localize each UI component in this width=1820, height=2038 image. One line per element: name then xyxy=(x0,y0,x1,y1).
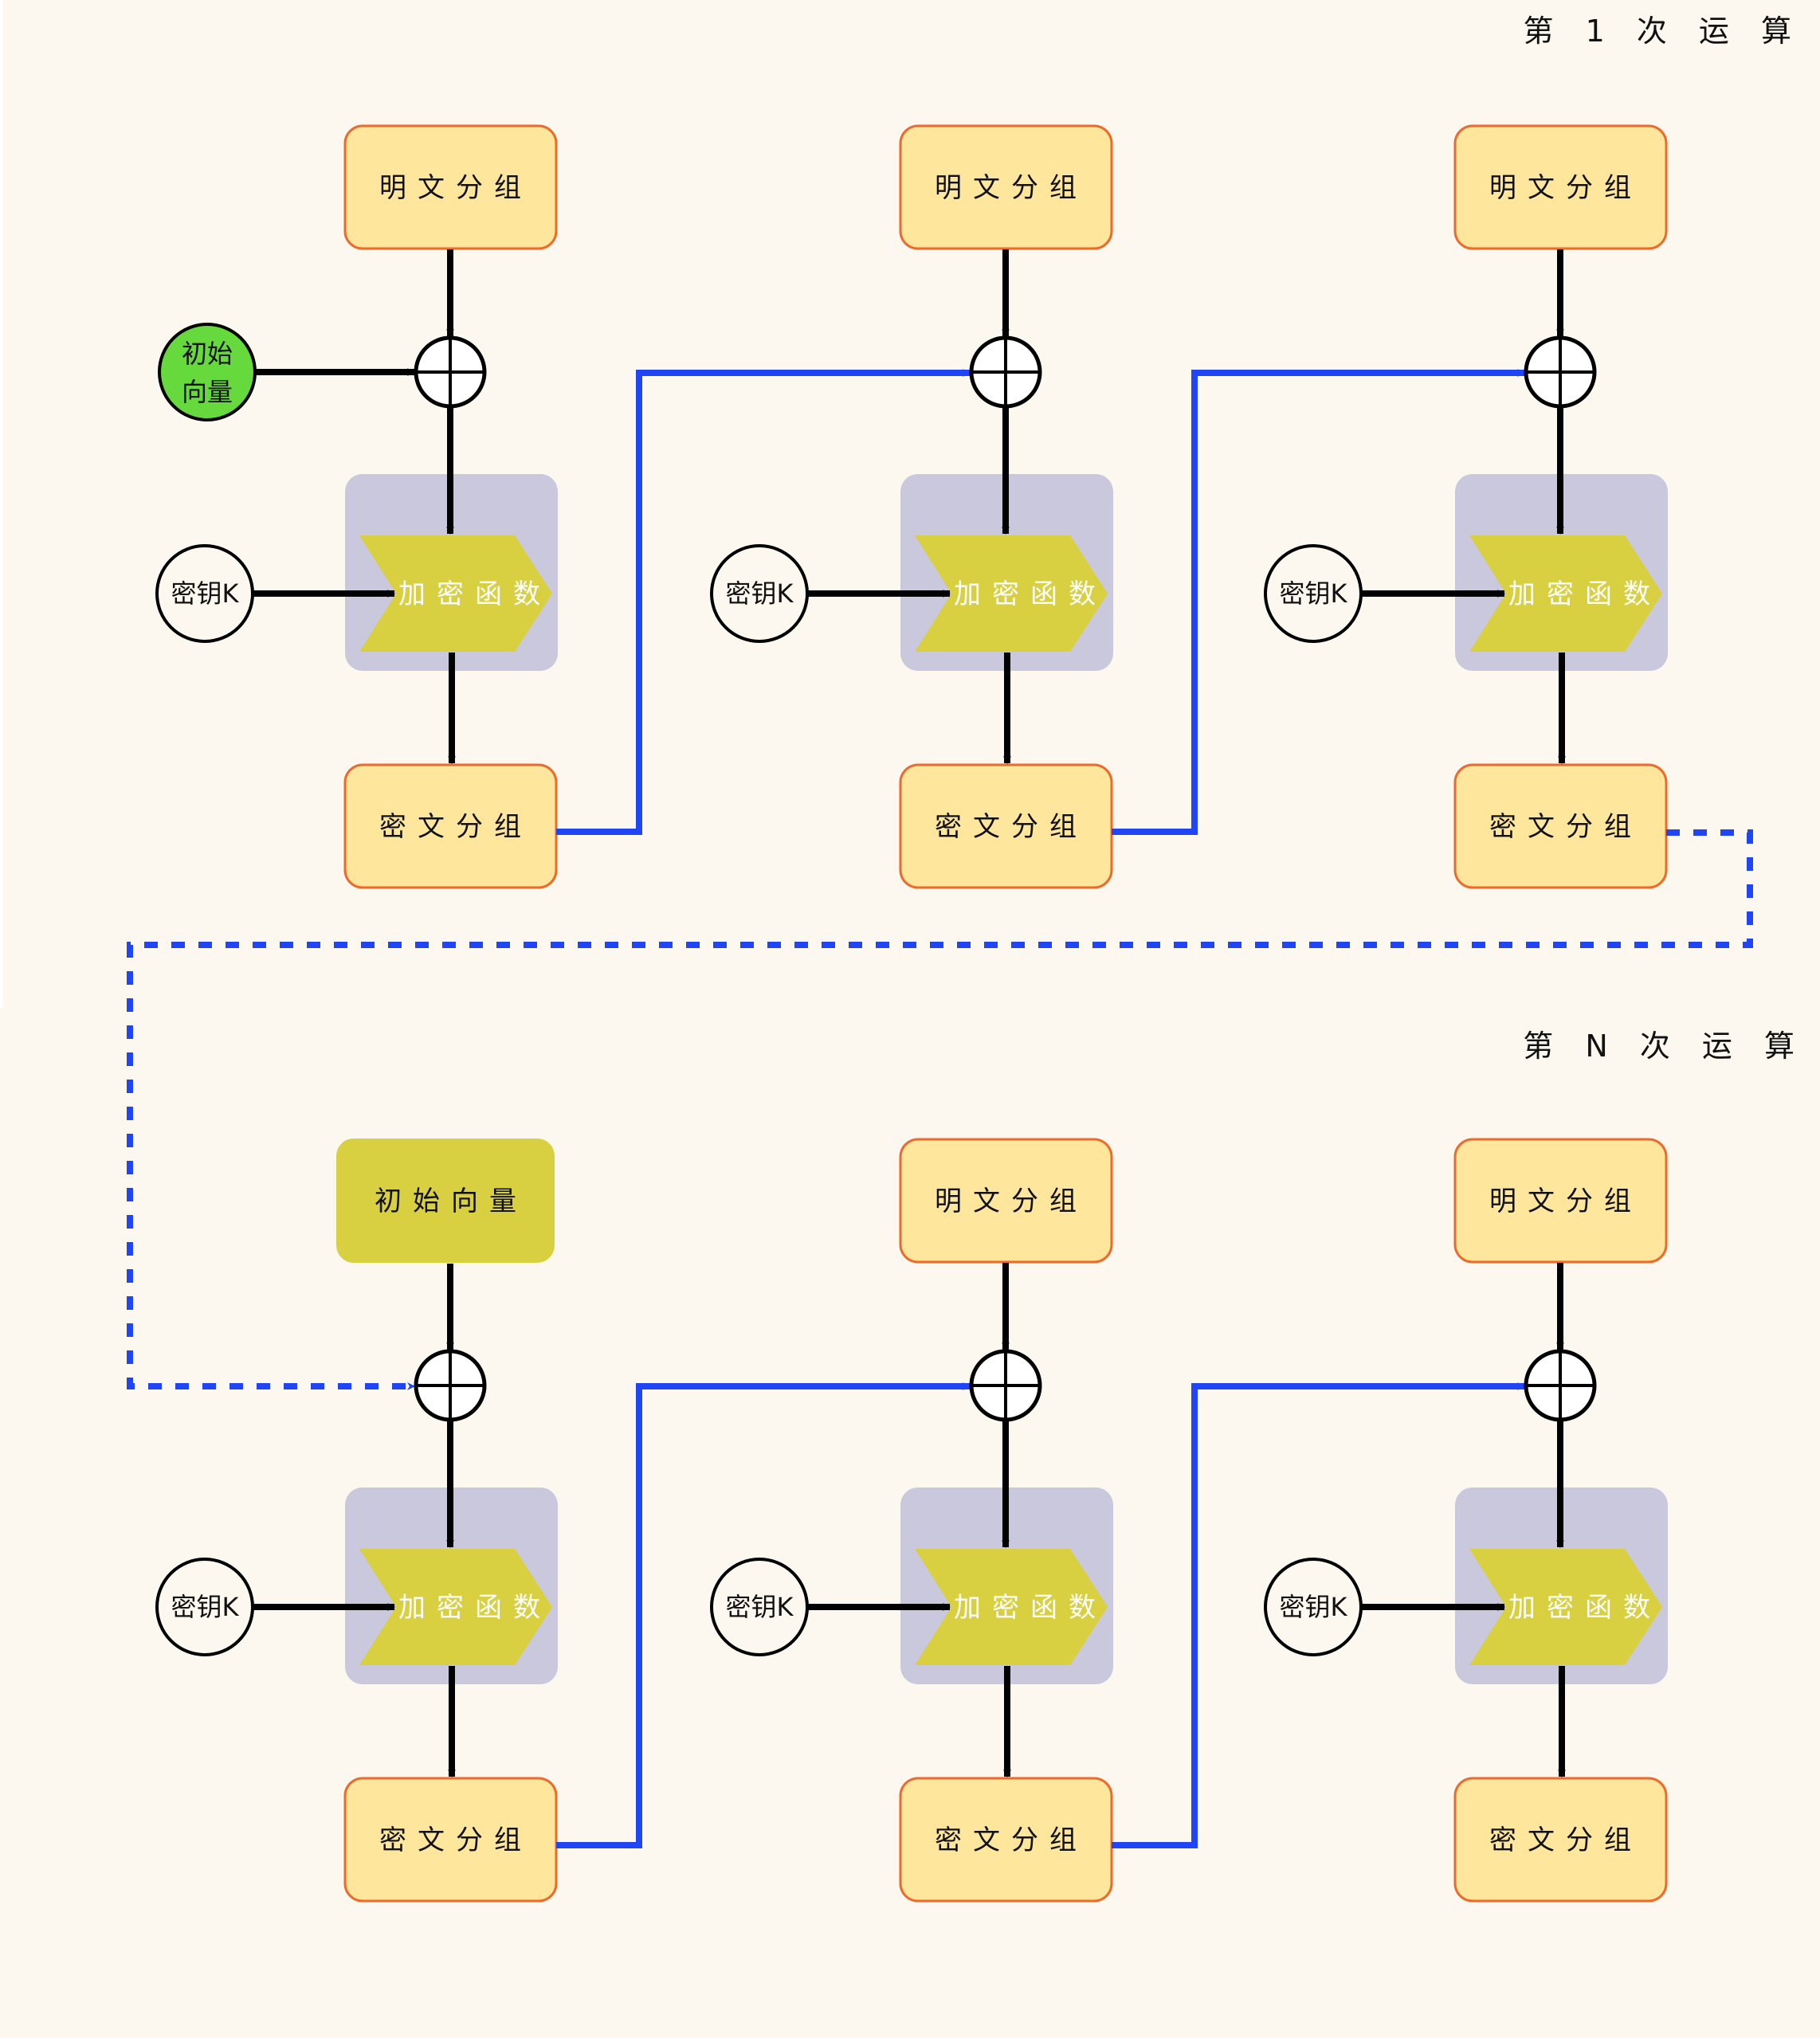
section-title-1: 第 1 次 运 算 xyxy=(1524,14,1803,49)
encrypt-function-chevron xyxy=(1469,1549,1662,1665)
dashed-chain-arrow-section1-to-sectionN xyxy=(127,829,1753,1390)
encrypt-function-chevron xyxy=(1469,535,1662,652)
encrypt-function-label: 加密函数 xyxy=(398,1592,551,1624)
plaintext-label: 明文分组 xyxy=(935,172,1088,204)
left-edge-strip xyxy=(0,0,3,1008)
ciphertext-block xyxy=(899,763,1113,889)
encrypt-function-chevron xyxy=(915,1549,1108,1665)
iv-circle-label-line2: 向量 xyxy=(182,377,233,407)
iv-box xyxy=(336,1139,555,1263)
encrypt-function-chevron xyxy=(915,535,1108,652)
ciphertext-block xyxy=(1453,763,1668,889)
ciphertext-label: 密文分组 xyxy=(935,811,1088,843)
section-title-n: 第 N 次 运 算 xyxy=(1523,1029,1806,1064)
encrypt-function-chevron xyxy=(359,1549,552,1665)
key-label: 密钥K xyxy=(726,1592,794,1622)
iv-box-label: 初始向量 xyxy=(375,1186,528,1217)
plaintext-block xyxy=(1453,124,1668,250)
plaintext-block xyxy=(343,124,558,250)
plaintext-block xyxy=(899,1138,1113,1264)
plaintext-label: 明文分组 xyxy=(1489,1186,1642,1217)
chain-arrow-ciphertext-to-next-xor xyxy=(556,369,971,835)
xor-icon xyxy=(414,1349,487,1422)
plaintext-label: 明文分组 xyxy=(1489,172,1642,204)
encrypt-function-label: 加密函数 xyxy=(954,1592,1107,1624)
encrypt-function-label: 加密函数 xyxy=(1508,1592,1661,1624)
xor-icon xyxy=(969,335,1042,409)
plaintext-label: 明文分组 xyxy=(379,172,532,204)
key-label: 密钥K xyxy=(726,578,794,609)
chain-arrow-ciphertext-to-next-xor xyxy=(1112,1382,1525,1848)
xor-icon xyxy=(414,335,487,409)
key-label: 密钥K xyxy=(1280,1592,1348,1622)
xor-icon xyxy=(1524,335,1597,409)
chain-arrow-ciphertext-to-next-xor xyxy=(1112,369,1525,835)
ciphertext-block xyxy=(343,1777,558,1903)
plaintext-label: 明文分组 xyxy=(935,1186,1088,1217)
iv-circle-label-line1: 初始 xyxy=(182,339,233,369)
ciphertext-label: 密文分组 xyxy=(1489,1824,1642,1856)
key-label: 密钥K xyxy=(171,1592,240,1622)
key-label: 密钥K xyxy=(1280,578,1348,609)
plaintext-block xyxy=(899,124,1113,250)
xor-icon xyxy=(1524,1349,1597,1422)
encrypt-function-chevron xyxy=(359,535,552,652)
ciphertext-label: 密文分组 xyxy=(1489,811,1642,843)
encrypt-function-label: 加密函数 xyxy=(954,578,1107,610)
ciphertext-label: 密文分组 xyxy=(379,1824,532,1856)
plaintext-block xyxy=(1453,1138,1668,1264)
ciphertext-label: 密文分组 xyxy=(379,811,532,843)
key-label: 密钥K xyxy=(171,578,240,609)
xor-icon xyxy=(969,1349,1042,1422)
ciphertext-block xyxy=(899,1777,1113,1903)
encrypt-function-label: 加密函数 xyxy=(398,578,551,610)
ciphertext-block xyxy=(343,763,558,889)
ciphertext-block xyxy=(1453,1777,1668,1903)
ciphertext-label: 密文分组 xyxy=(935,1824,1088,1856)
encrypt-function-label: 加密函数 xyxy=(1508,578,1661,610)
chain-arrow-ciphertext-to-next-xor xyxy=(556,1382,971,1848)
